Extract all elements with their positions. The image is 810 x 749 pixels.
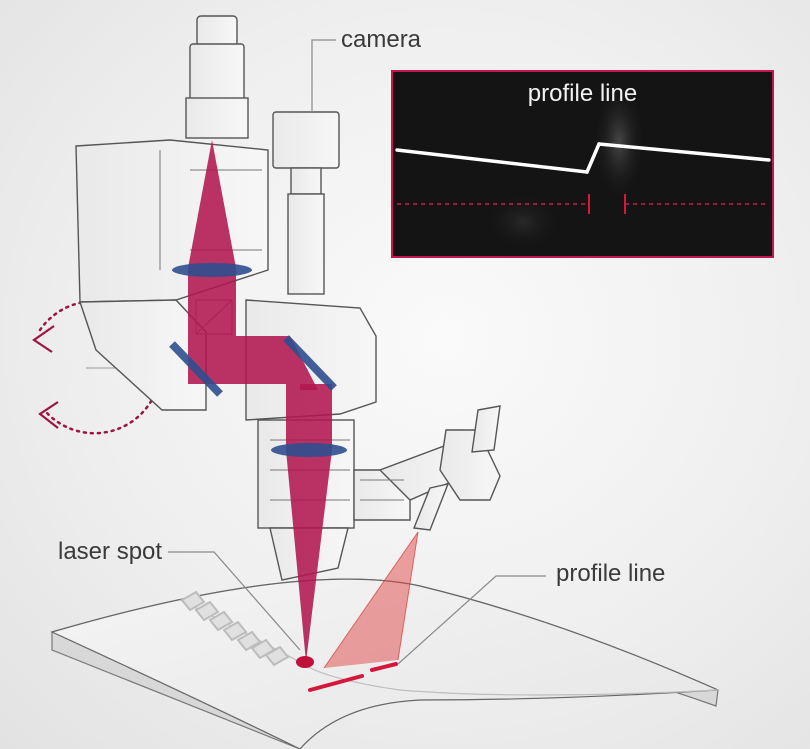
inset-measurement-marker (397, 194, 769, 214)
laser-beam-horizontal (188, 336, 318, 390)
profile-line-label: profile line (556, 560, 666, 587)
weld-seam (180, 590, 290, 667)
right-mirror (283, 335, 337, 391)
callout-leaders (168, 39, 546, 665)
upper-lens (172, 263, 252, 277)
profile-line-on-plate (308, 662, 398, 692)
profile-line-leader (397, 575, 546, 665)
inset-title: profile line (527, 80, 638, 107)
laser-spot-leader (168, 551, 301, 651)
laser-beam-upper-cone (188, 140, 236, 268)
red-dot-icon (296, 656, 314, 668)
lower-lens (271, 443, 347, 457)
inset-graphic (395, 82, 771, 252)
laser-head-body (75, 15, 501, 581)
camera-leader (311, 39, 336, 112)
profile-camera-inset: profile line (391, 70, 774, 258)
left-mirror (169, 341, 223, 397)
camera-label: camera (341, 26, 422, 53)
optical-elements (169, 263, 347, 457)
laser-beam-lower-column (286, 384, 332, 450)
laser-beam-focus-cone (286, 450, 332, 662)
inset-profile-trace (395, 142, 771, 174)
profile-sensor-fan (323, 531, 419, 669)
laser-spot-label: laser spot (58, 538, 163, 565)
laser-beam-path (188, 140, 332, 662)
laser-beam-upper-column (188, 268, 236, 340)
